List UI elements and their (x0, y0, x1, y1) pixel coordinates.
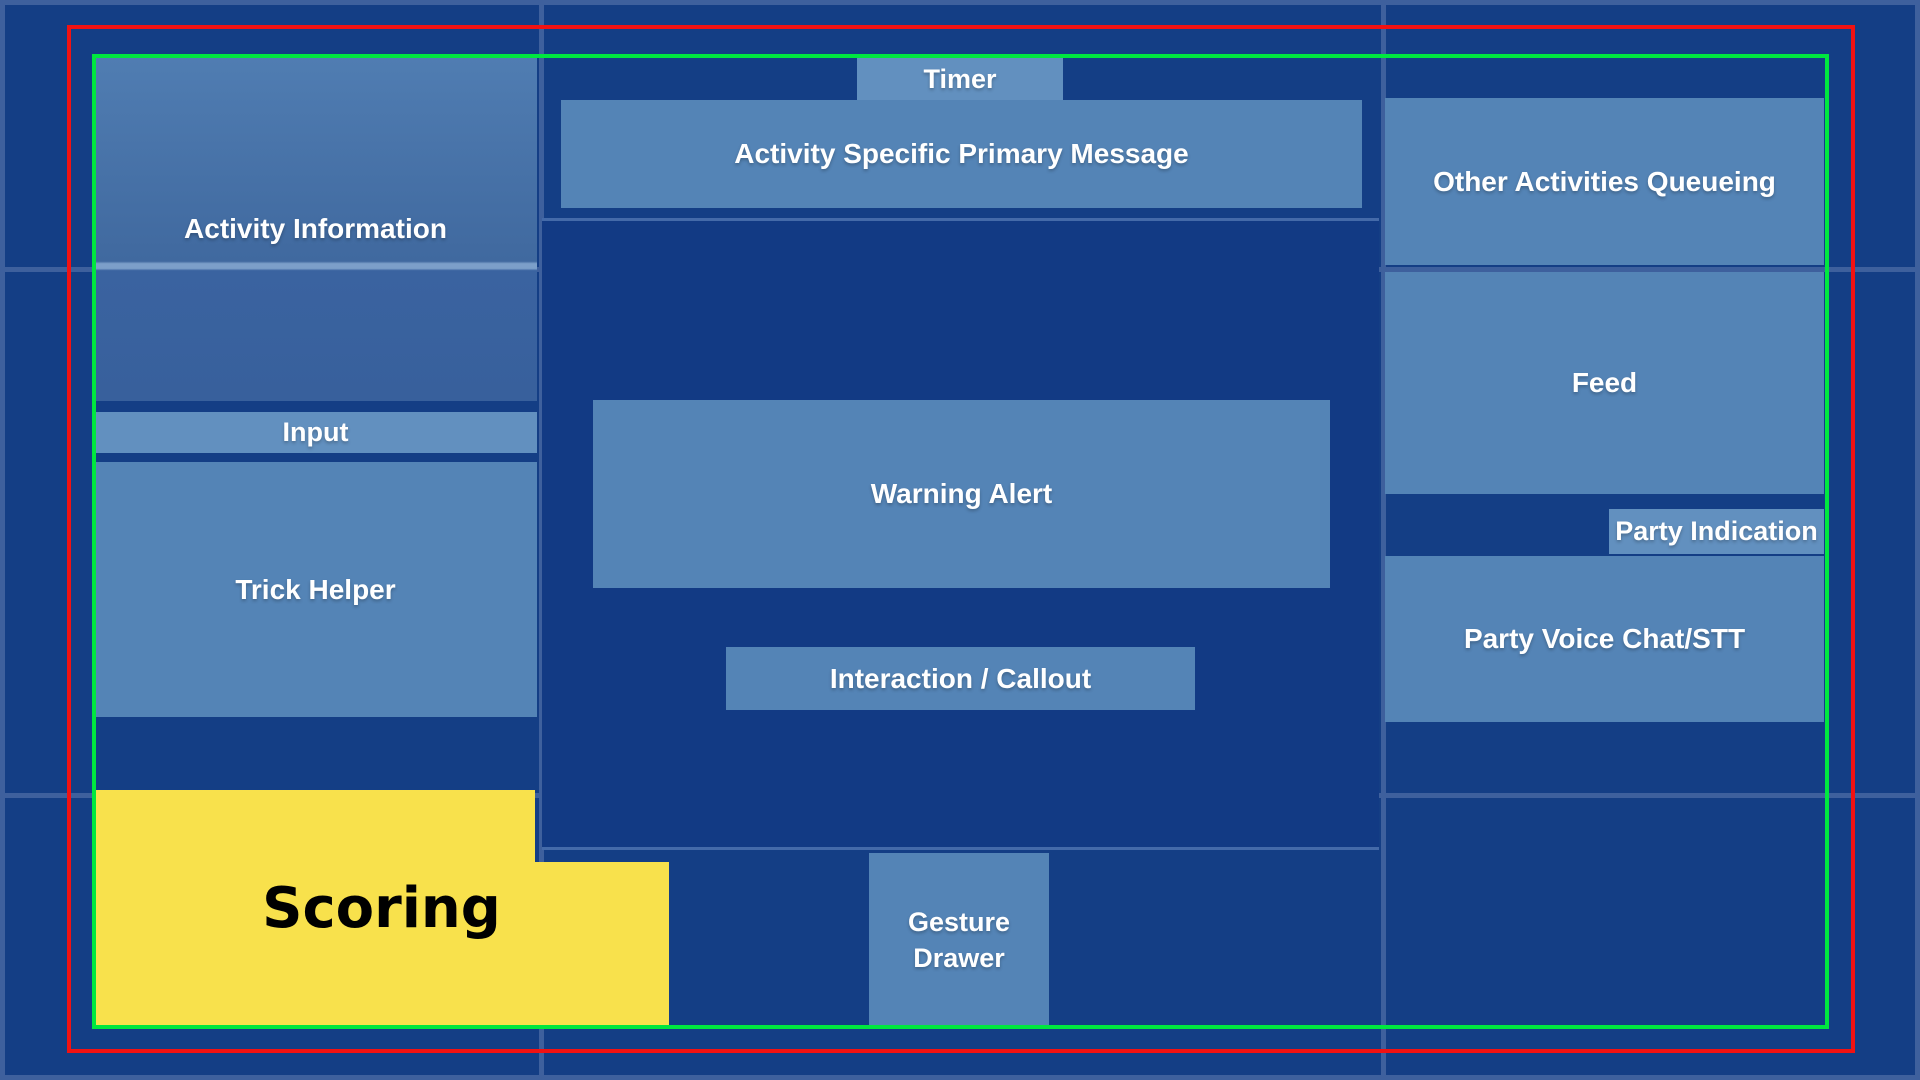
input-label: Input (282, 417, 349, 447)
party-indication-zone: Party Indication (1609, 509, 1824, 554)
safe-area-outer-red-frame (67, 25, 1855, 1053)
grid-line-vertical-1 (539, 0, 544, 1080)
interaction-callout-label: Interaction / Callout (829, 662, 1092, 694)
gesture-drawer-zone: Gesture Drawer (869, 853, 1049, 1027)
grid-line-horizontal-top-edge (0, 0, 1920, 5)
grid-line-vertical-2 (1381, 0, 1386, 1080)
activity-primary-message-zone: Activity Specific Primary Message (561, 100, 1362, 208)
trick-helper-zone: Trick Helper (94, 462, 537, 717)
warning-alert-label: Warning Alert (870, 478, 1053, 509)
interaction-callout-zone: Interaction / Callout (726, 647, 1195, 710)
scoring-label-text: Scoring (262, 876, 501, 941)
scoring-zone-main-block (94, 790, 535, 1027)
feed-zone: Feed (1385, 272, 1824, 494)
activity-information-label: Activity Information (184, 212, 447, 244)
scoring-zone: Scoring (94, 790, 669, 1027)
party-voice-chat-zone: Party Voice Chat/STT (1385, 556, 1824, 722)
gesture-drawer-label: Gesture Drawer (907, 906, 1011, 973)
timer-label: Timer (923, 63, 997, 94)
feed-label: Feed (1571, 367, 1638, 398)
timer-zone: Timer (857, 58, 1063, 100)
party-indication-label: Party Indication (1615, 516, 1818, 546)
input-zone: Input (94, 412, 537, 453)
trick-helper-label: Trick Helper (235, 573, 396, 605)
grid-line-vertical-left-edge (0, 0, 5, 1080)
warning-alert-zone: Warning Alert (593, 400, 1330, 588)
other-activities-queueing-label: Other Activities Queueing (1433, 165, 1776, 197)
safe-area-inner-green-frame (92, 54, 1829, 1029)
grid-line-vertical-right-edge (1915, 0, 1920, 1080)
scoring-label: Scoring (94, 790, 669, 1027)
scoring-zone-extension-block (535, 862, 669, 1027)
other-activities-queueing-zone: Other Activities Queueing (1385, 98, 1824, 265)
party-voice-chat-label: Party Voice Chat/STT (1463, 623, 1746, 654)
activity-primary-message-label: Activity Specific Primary Message (734, 138, 1189, 169)
grid-line-horizontal-bottom-edge (0, 1075, 1920, 1080)
activity-information-zone: Activity Information (94, 56, 537, 401)
